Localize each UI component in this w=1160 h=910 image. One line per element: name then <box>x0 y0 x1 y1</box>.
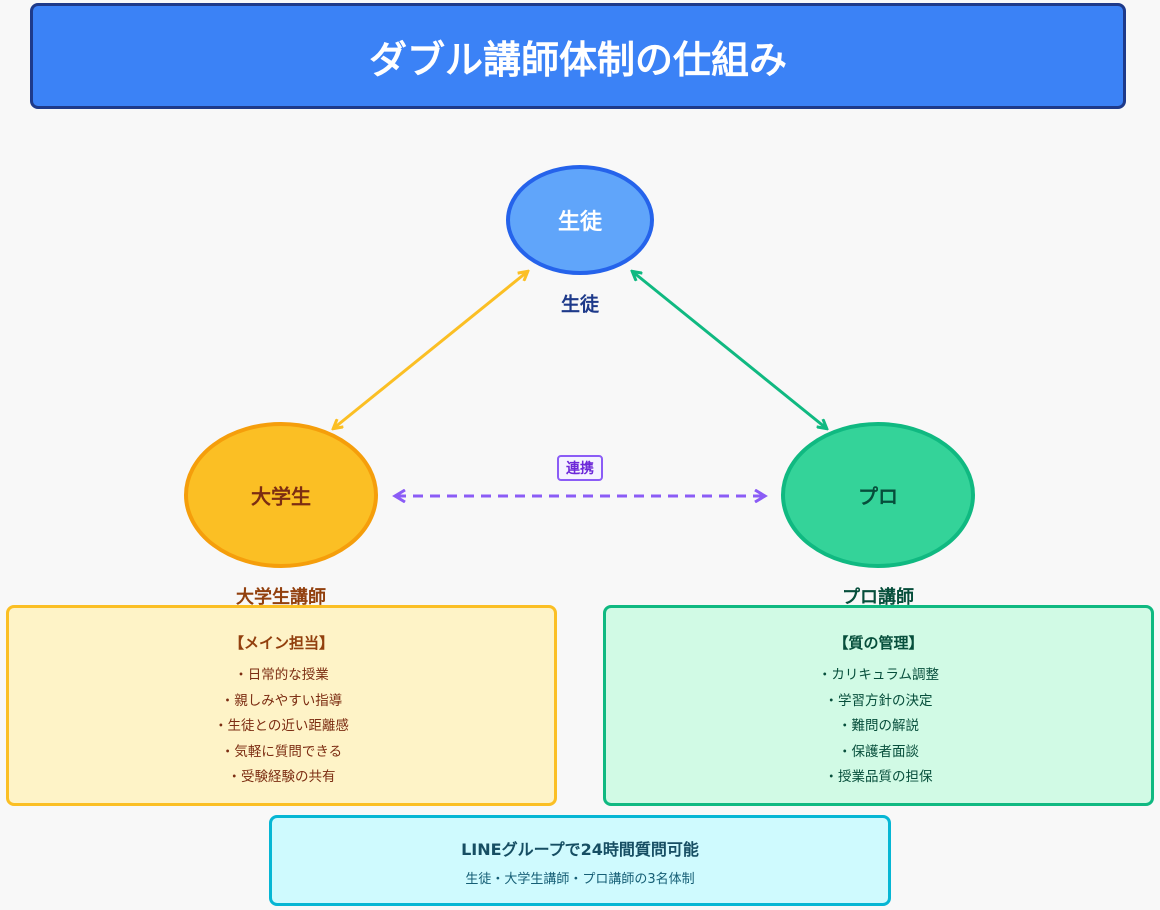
university-role-title: 大学生講師 <box>236 587 326 608</box>
list-item: ・授業品質の担保 <box>824 769 933 785</box>
list-item: ・気軽に質問できる <box>220 743 343 760</box>
university-node-label: 大学生 <box>251 484 311 509</box>
title-banner: ダブル講師体制の仕組み <box>30 3 1126 109</box>
list-item: ・日常的な授業 <box>234 667 329 683</box>
pro-duties-list: ・カリキュラム調整 ・学習方針の決定 ・難問の解説 ・保護者面談 ・授業品質の担… <box>606 663 1151 791</box>
student-node <box>506 165 654 275</box>
university-duties-panel: 【メイン担当】 ・日常的な授業 ・親しみやすい指導 ・生徒との近い距離感 ・気軽… <box>6 605 557 806</box>
student-pro-arrow <box>633 272 826 428</box>
pro-panel-heading: 【質の管理】 <box>833 634 924 652</box>
page-title: ダブル講師体制の仕組み <box>368 37 787 82</box>
list-item: ・難問の解説 <box>838 718 919 734</box>
line-panel-heading: LINEグループで24時間質問可能 <box>461 840 699 859</box>
line-support-panel: LINEグループで24時間質問可能 生徒・大学生講師・プロ講師の3名体制 <box>269 815 891 906</box>
list-item: ・カリキュラム調整 <box>817 667 940 683</box>
collaboration-badge: 連携 <box>557 455 603 481</box>
student-university-arrow <box>334 272 527 428</box>
student-node-label: 生徒 <box>557 210 603 235</box>
university-duties-list: ・日常的な授業 ・親しみやすい指導 ・生徒との近い距離感 ・気軽に質問できる ・… <box>9 663 554 791</box>
university-node <box>184 422 378 568</box>
list-item: ・生徒との近い距離感 <box>214 718 349 734</box>
list-item: ・受験経験の共有 <box>227 769 336 785</box>
list-item: ・学習方針の決定 <box>824 692 933 709</box>
pro-role-title: プロ講師 <box>842 587 914 608</box>
pro-node-label: プロ <box>858 484 898 509</box>
university-panel-heading: 【メイン担当】 <box>228 634 334 652</box>
list-item: ・保護者面談 <box>838 743 919 760</box>
line-panel-subtext: 生徒・大学生講師・プロ講師の3名体制 <box>465 872 695 887</box>
pro-node <box>781 422 975 568</box>
student-caption: 生徒 <box>560 293 600 316</box>
pro-duties-panel: 【質の管理】 ・カリキュラム調整 ・学習方針の決定 ・難問の解説 ・保護者面談 … <box>603 605 1154 806</box>
list-item: ・親しみやすい指導 <box>220 692 343 709</box>
